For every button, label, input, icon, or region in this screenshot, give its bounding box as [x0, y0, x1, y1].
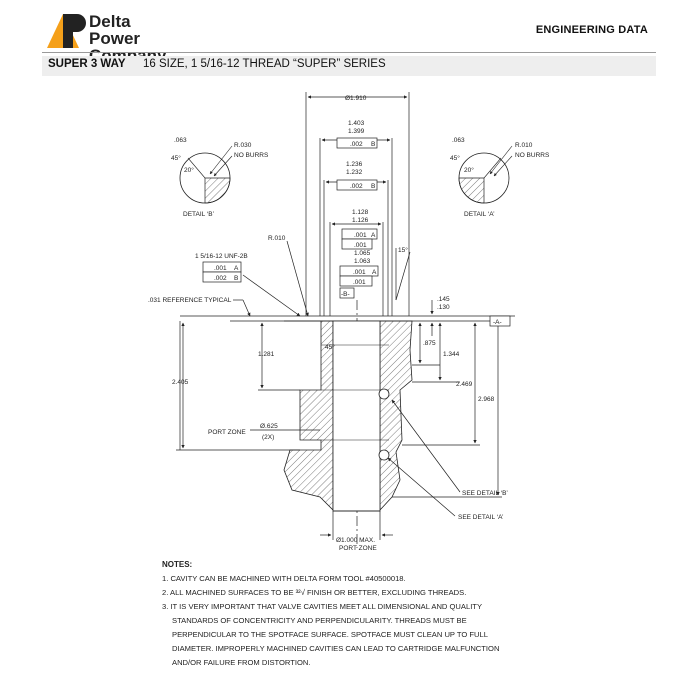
section-title: ENGINEERING DATA	[535, 24, 648, 36]
dim-2405: 2.405	[172, 379, 189, 386]
dim-1063: 1.063	[354, 258, 371, 265]
fcf-2-datum: B	[371, 183, 375, 190]
detail-b-radius: R.030	[234, 142, 252, 149]
fcf-3a-tolerance: .001	[354, 232, 367, 239]
cavity-drawing: Ø1.910 1.403 1.399 .002 B 1.236 1.232 .0…	[148, 92, 550, 552]
dim-1232: 1.232	[346, 169, 363, 176]
datum-a-label: -A-	[493, 319, 502, 326]
dim-145: .145	[437, 296, 450, 303]
fcf-4a-tolerance: .001	[353, 269, 366, 276]
detail-a-radius: R.010	[515, 142, 533, 149]
fcf-4a-datum: A	[372, 269, 377, 276]
detail-a-angle-45: 45°	[450, 154, 460, 162]
note-1: 1. CAVITY CAN BE MACHINED WITH DELTA FOR…	[162, 574, 406, 583]
thread-spec: 1 5/16-12 UNF-2B	[195, 253, 248, 260]
dim-1128: 1.128	[352, 209, 369, 216]
fcf-3a-datum: A	[371, 232, 376, 239]
note-2: 2. ALL MACHINED SURFACES TO BE ³²√ FINIS…	[162, 588, 467, 597]
angle-45: 45°	[325, 343, 335, 351]
fcf-1-datum: B	[371, 141, 375, 148]
series-bar	[42, 56, 656, 76]
thread-fcf-b-tolerance: .002	[214, 275, 227, 282]
see-detail-b: SEE DETAIL ‘B’	[462, 490, 508, 497]
note-3-line-5: AND/OR FAILURE FROM DISTORTION.	[172, 658, 311, 667]
dim-1126: 1.126	[352, 217, 369, 224]
fcf-2-tolerance: .002	[350, 183, 363, 190]
notes-section: NOTES: 1. CAVITY CAN BE MACHINED WITH DE…	[162, 558, 548, 670]
detail-a-title: DETAIL ‘A’	[464, 211, 495, 218]
note-3-line-3: PERPENDICULAR TO THE SPOTFACE SURFACE. S…	[172, 630, 488, 639]
series-description: 16 SIZE, 1 5/16-12 THREAD “SUPER” SERIES	[143, 58, 386, 70]
detail-a-dim-063: .063	[452, 137, 465, 144]
bottom-port-zone: PORT ZONE	[339, 545, 377, 552]
detail-a-no-burrs: NO BURRS	[515, 152, 550, 159]
datum-b-label: -B-	[341, 291, 350, 298]
bottom-diameter: Ø1.000 MAX.	[336, 537, 375, 544]
thread-fcf-a-tolerance: .001	[214, 265, 227, 272]
detail-a-angle-20: 20°	[464, 166, 474, 174]
logo-line-1: Delta Power	[89, 12, 141, 48]
thread-fcf-b-datum: B	[234, 275, 238, 282]
dim-2469: 2.469	[456, 381, 473, 388]
reference-typical: .031 REFERENCE TYPICAL	[148, 297, 232, 304]
notes-title: NOTES:	[162, 560, 193, 569]
series-name: SUPER 3 WAY	[48, 58, 126, 70]
delta-logo-icon	[47, 14, 86, 48]
page-header: Delta Power Company ENGINEERING DATA	[0, 0, 700, 64]
dim-875: .875	[423, 340, 436, 347]
port-diameter: Ø.625	[260, 423, 278, 430]
fcf-1-tolerance: .002	[350, 141, 363, 148]
fcf-3b-tolerance: .001	[354, 242, 367, 249]
detail-b-dim-063: .063	[174, 137, 187, 144]
dim-1281: 1.281	[258, 351, 275, 358]
dim-2968: 2.968	[478, 396, 495, 403]
dim-top-diameter: Ø1.910	[345, 95, 367, 102]
detail-b-no-burrs: NO BURRS	[234, 152, 269, 159]
header-divider	[42, 52, 656, 53]
dim-1236: 1.236	[346, 161, 363, 168]
dim-1403: 1.403	[348, 120, 365, 127]
dim-1065: 1.065	[354, 250, 371, 257]
detail-b-title: DETAIL ‘B’	[183, 211, 215, 218]
angle-15: 15°	[398, 246, 408, 254]
dim-130: .130	[437, 304, 450, 311]
port-zone-label: PORT ZONE	[208, 429, 246, 436]
company-logo: Delta Power Company	[47, 10, 167, 64]
radius-010: R.010	[268, 235, 286, 242]
note-3: 3. IT IS VERY IMPORTANT THAT VALVE CAVIT…	[162, 602, 483, 611]
note-3-line-4: DIAMETER. IMPROPERLY MACHINED CAVITIES C…	[172, 644, 500, 653]
port-quantity: (2X)	[262, 434, 274, 441]
fcf-4b-tolerance: .001	[353, 279, 366, 286]
detail-b-angle-20: 20°	[184, 166, 194, 174]
dim-1399: 1.399	[348, 128, 365, 135]
dim-1344: 1.344	[443, 351, 460, 358]
see-detail-a: SEE DETAIL ‘A’	[458, 514, 504, 521]
thread-fcf-a-datum: A	[234, 265, 239, 272]
detail-b-angle-45: 45°	[171, 154, 181, 162]
note-3-line-2: STANDARDS OF CONCENTRICITY AND PERPENDIC…	[172, 616, 467, 625]
